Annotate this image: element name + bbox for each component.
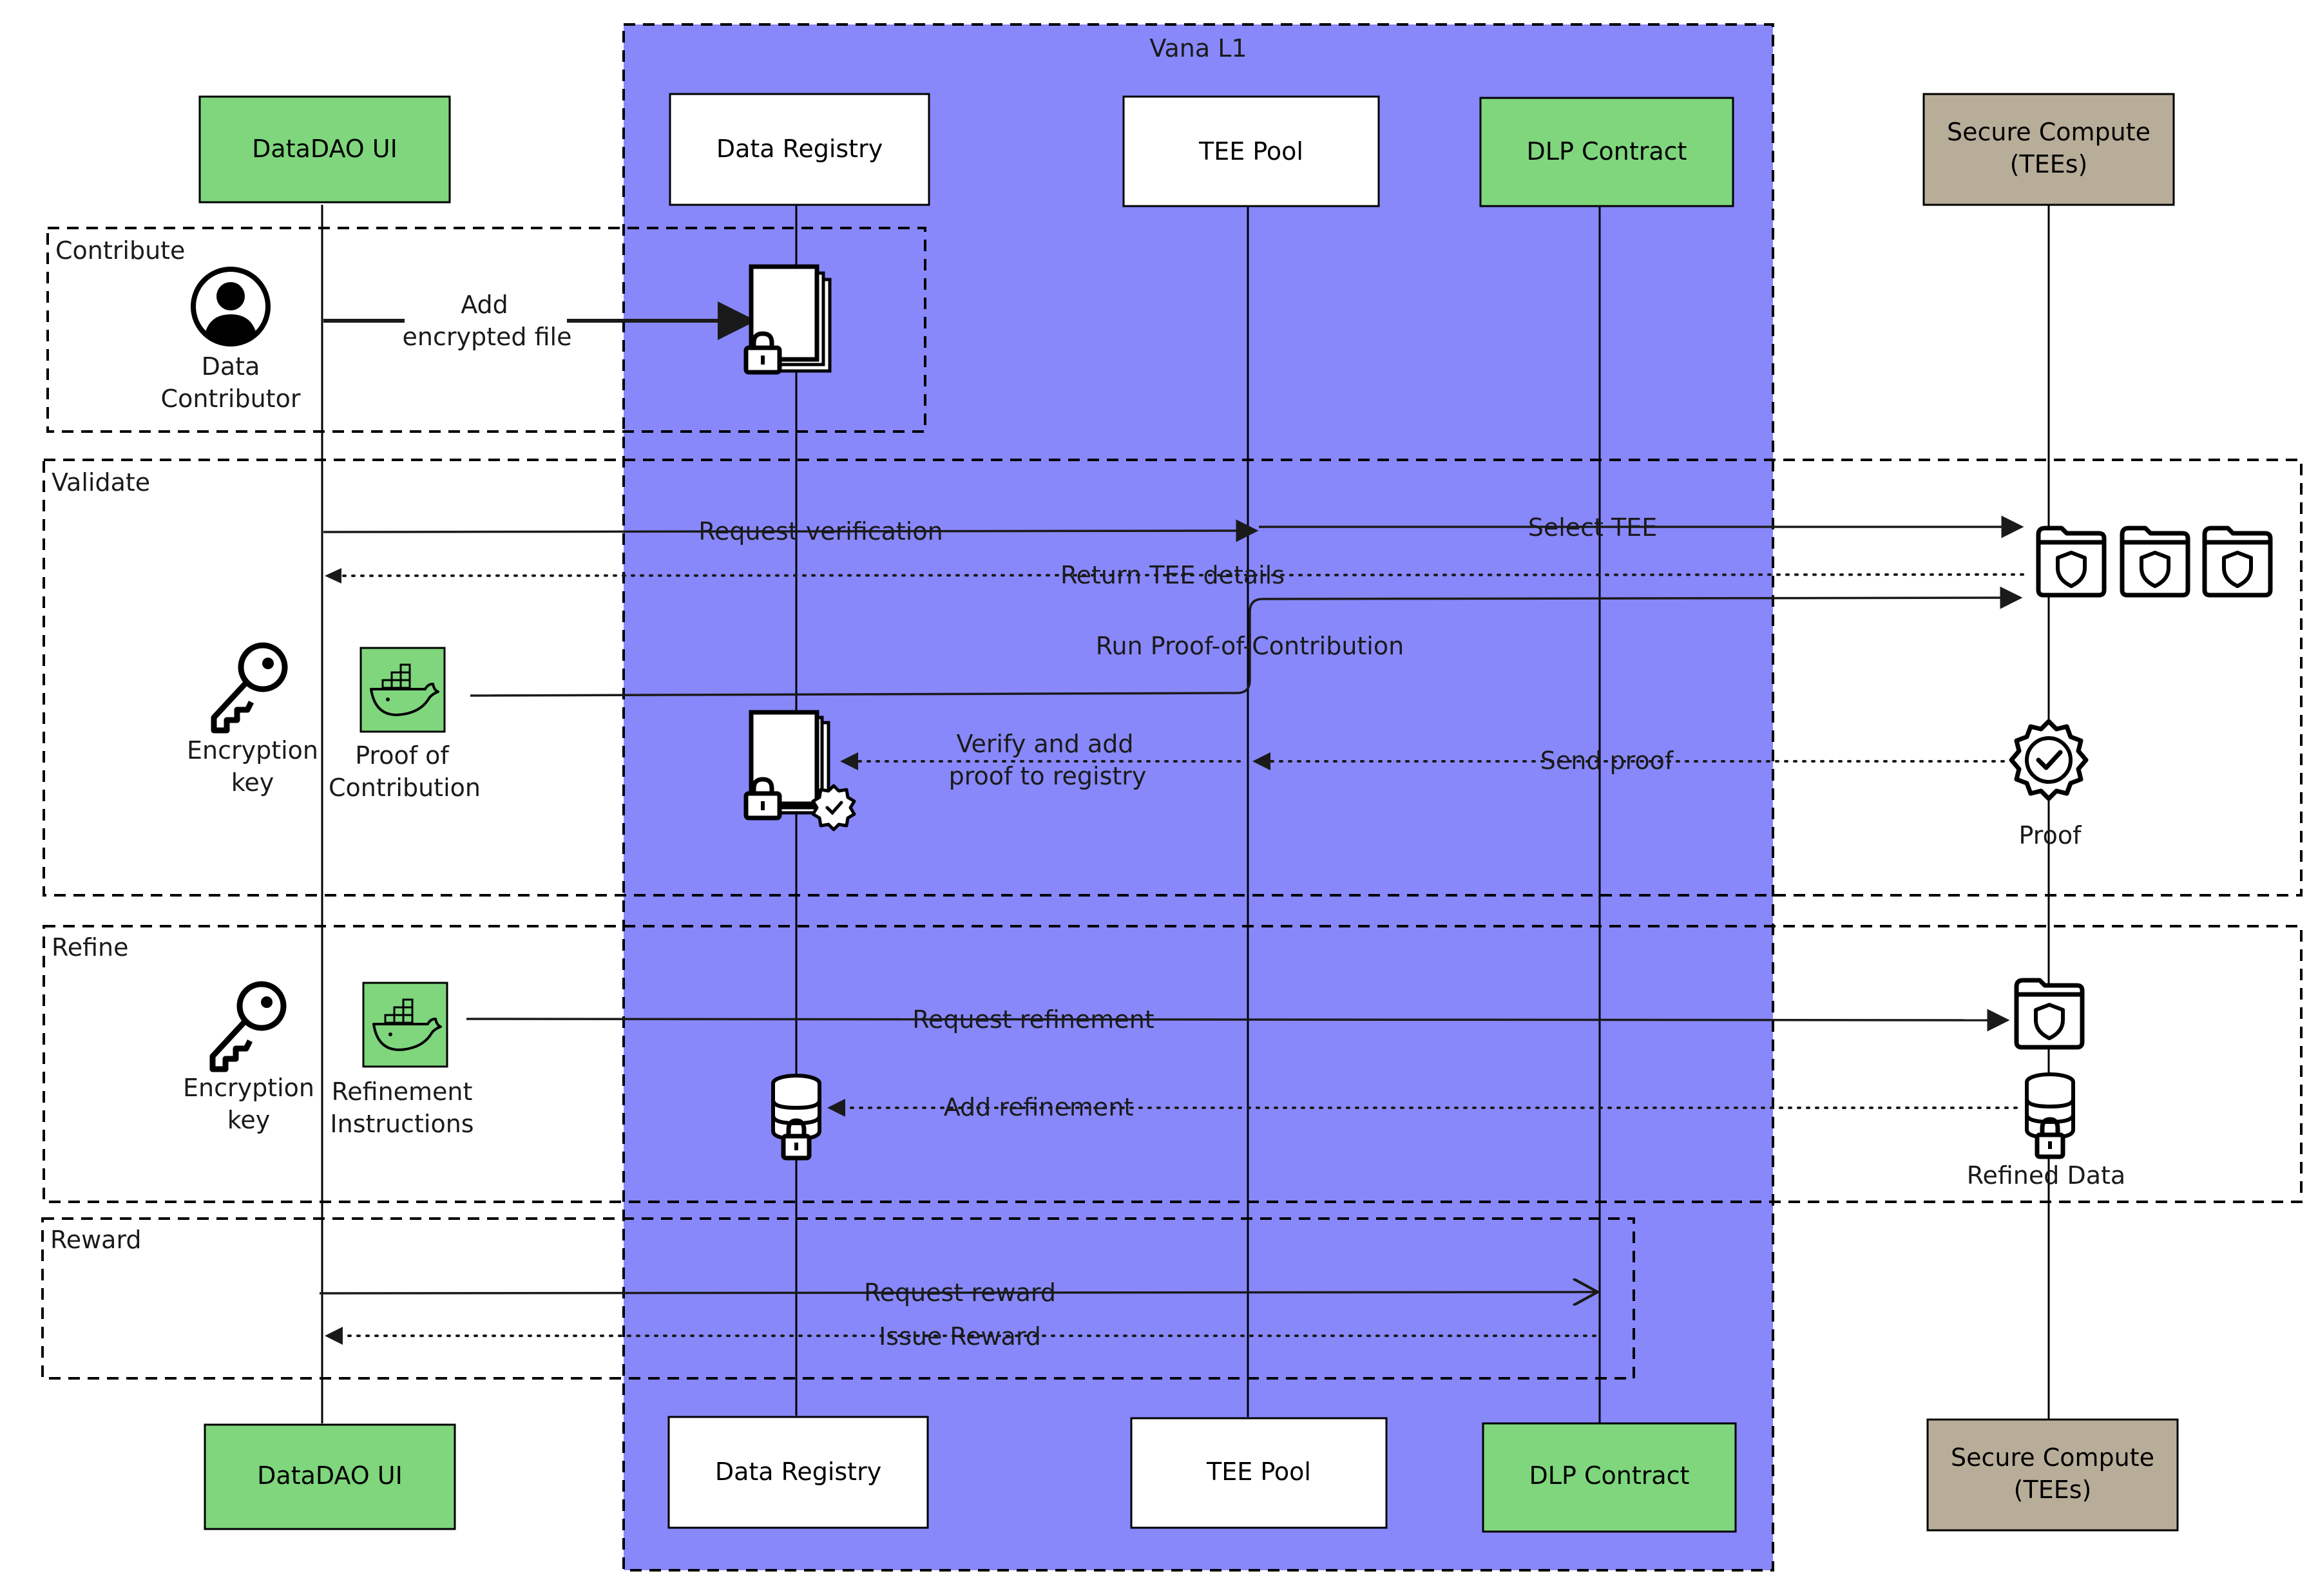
frame-validate [43,459,2303,897]
issue-reward-label: Issue Reward [879,1322,1041,1351]
docker-icon [359,647,446,733]
frame-refine-label: Refine [52,933,128,962]
participant-datadao-ui-top-label: DataDAO UI [252,135,398,163]
participant-secure-compute-bottom-label-2: (TEEs) [2014,1476,2092,1504]
participant-dlp-contract-bottom-label: DLP Contract [1529,1461,1690,1490]
participant-data-registry-bottom-label: Data Registry [715,1458,881,1486]
docker-icon [362,982,448,1068]
shield-folder-icon [2205,528,2270,595]
participant-dlp-contract-bottom [1482,1422,1737,1533]
request-reward-arrow [319,1292,1598,1293]
participant-tee-pool-top-label: TEE Pool [1198,137,1303,166]
send-proof-label: Send proof [1540,746,1674,775]
participant-datadao-ui-bottom-label: DataDAO UI [257,1461,403,1490]
vana-l1-title: Vana L1 [1149,34,1247,62]
participant-tee-pool-top [1122,95,1380,207]
data-contributor-label-2: Contributor [161,385,301,413]
request-verification-arrow [323,519,1259,542]
proof-of-contribution-label-1: Proof of [355,741,450,770]
participant-data-registry-bottom [667,1416,929,1529]
participant-secure-compute-top [1922,93,2175,206]
request-reward-label: Request reward [864,1278,1056,1307]
participant-datadao-ui-top [198,95,451,204]
data-contributor-label-1: Data [202,352,260,381]
frame-contribute-label: Contribute [55,236,185,265]
participant-secure-compute-top-label-1: Secure Compute [1947,118,2150,146]
verify-add-label-1: Verify and add [957,730,1134,758]
frame-refine [43,925,2303,1203]
encryption-key-label-1: Encryption [187,736,318,765]
frame-reward [41,1217,1635,1380]
participant-dlp-contract-top-label: DLP Contract [1527,137,1687,166]
verified-badge-icon [2009,719,2089,801]
frame-reward-label: Reward [50,1226,142,1254]
shield-folder-icon [2122,528,2188,595]
document-lock-icon [746,264,832,372]
key-icon [214,645,285,730]
refinement-instructions-label-1: Refinement [332,1078,473,1106]
refine-encryption-key-label-1: Encryption [183,1074,314,1102]
proof-label: Proof [2019,821,2083,850]
request-refinement-label: Request refinement [912,1005,1154,1034]
participant-datadao-ui-bottom [204,1423,456,1530]
refine-encryption-key-label-2: key [227,1106,271,1134]
participant-secure-compute-bottom-label-1: Secure Compute [1951,1443,2154,1472]
document-verified-icon [746,710,856,831]
add-file-label-1: Add [461,290,508,319]
participant-data-registry-top-label: Data Registry [716,135,883,163]
participant-tee-pool-bottom-label: TEE Pool [1206,1458,1311,1486]
shield-folder-icon [2016,980,2082,1047]
participant-data-registry-top [669,93,930,206]
participant-secure-compute-bottom [1926,1418,2179,1532]
participant-tee-pool-bottom [1130,1417,1388,1529]
verify-add-label-2: proof to registry [949,762,1147,790]
run-poc-label: Run Proof-of-Contribution [1096,632,1404,660]
add-refinement-label: Add refinement [944,1093,1134,1121]
refinement-instructions-label-2: Instructions [330,1110,474,1138]
participant-secure-compute-top-label-2: (TEEs) [2010,150,2088,178]
key-icon [213,984,283,1069]
frame-contribute [46,227,926,433]
user-icon [191,267,271,347]
select-tee-label: Select TEE [1528,513,1658,542]
refined-data-label: Refined Data [1967,1161,2125,1190]
return-tee-details-label: Return TEE details [1060,561,1285,589]
participant-dlp-contract-top [1479,97,1734,207]
request-refinement-arrow [466,1009,2010,1032]
database-lock-icon [2027,1074,2073,1157]
shield-folder-icon [2038,528,2104,595]
return-tee-details-arrow [334,573,2024,577]
add-file-label-2: encrypted file [403,323,572,351]
encryption-key-label-2: key [231,768,274,797]
request-verification-label: Request verification [698,517,943,546]
frame-validate-label: Validate [52,468,150,497]
run-poc-arrow [470,586,2023,697]
proof-of-contribution-label-2: Contribution [329,774,481,802]
